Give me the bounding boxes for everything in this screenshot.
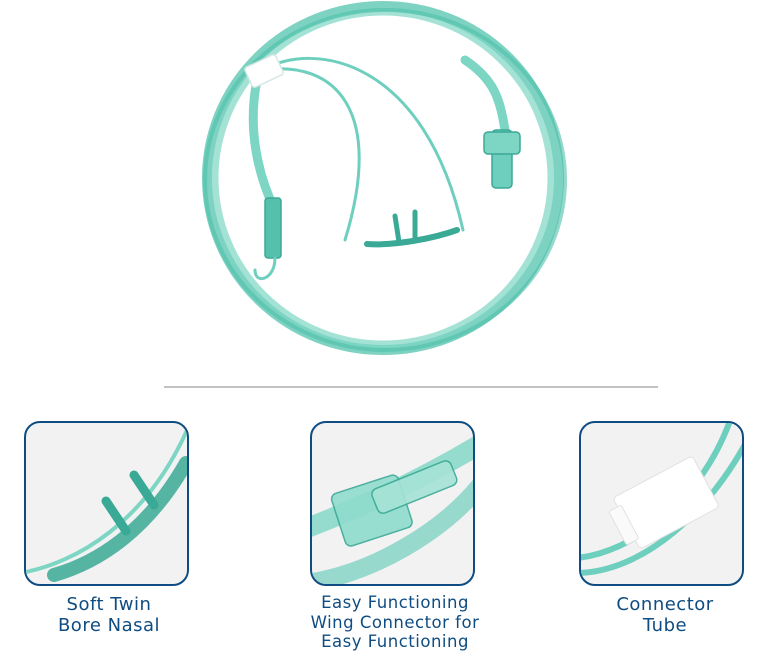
feature-card-twin-bore-nasal: [24, 421, 189, 586]
feature-card-connector-tube: [579, 421, 744, 586]
section-divider: [164, 386, 658, 388]
feature-caption-wing-connector: Easy Functioning Wing Connector for Easy…: [310, 593, 480, 651]
feature-caption-twin-bore-nasal: Soft Twin Bore Nasal: [57, 594, 161, 636]
twin-bore-nasal-prongs-icon: [26, 427, 187, 582]
product-image-nasal-cannula: [195, 0, 580, 360]
connector-tube-icon: [581, 423, 742, 576]
feature-caption-connector-tube: Connector Tube: [616, 594, 714, 636]
feature-card-wing-connector: [310, 421, 475, 586]
wing-connector-icon: [312, 436, 473, 584]
